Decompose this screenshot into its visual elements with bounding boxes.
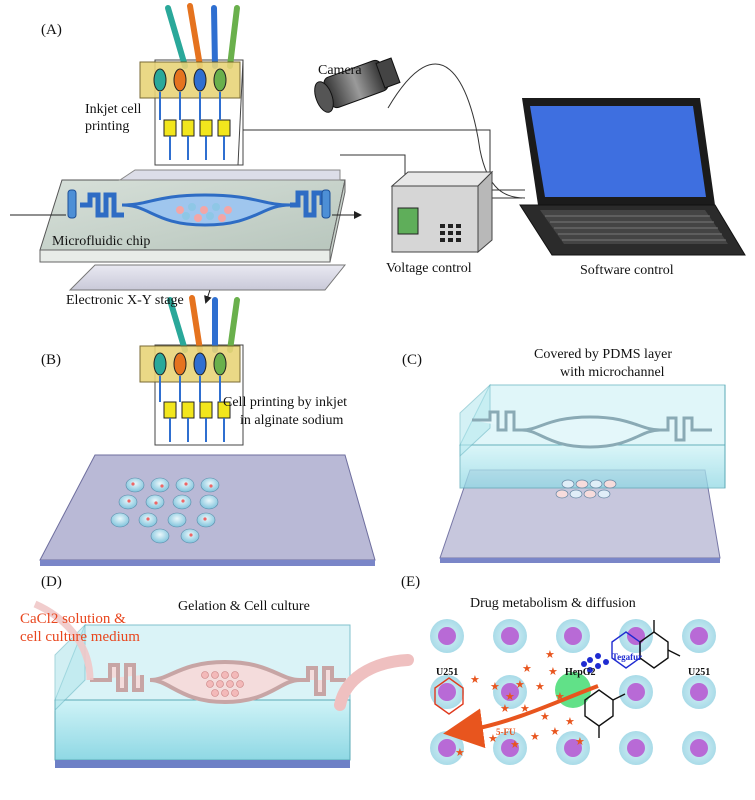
printed-droplets-a	[176, 203, 232, 222]
panel-label-a: (A)	[41, 22, 62, 38]
inkjet-printhead-b	[139, 295, 244, 446]
panel-label-b: (B)	[41, 352, 61, 368]
fu-star-icon: ★	[455, 746, 465, 759]
panel-label-e: (E)	[401, 574, 421, 590]
fu-star-icon: ★	[522, 662, 532, 675]
drug-metabolism-title: Drug metabolism & diffusion	[470, 596, 636, 611]
u251-cell	[430, 619, 464, 653]
fu-star-icon: ★	[530, 730, 540, 743]
panel-d	[33, 600, 414, 768]
pdms-label-line2: with microchannel	[560, 365, 665, 380]
voltage-control-box	[390, 170, 494, 254]
u251-cell	[619, 731, 653, 765]
u251-cell	[493, 731, 527, 765]
laptop-icon	[519, 98, 746, 256]
u251-cell	[493, 675, 527, 709]
hepg2-label: HepG2	[565, 667, 596, 678]
u251-cell	[619, 675, 653, 709]
fu-star-icon: ★	[488, 732, 498, 745]
cacl2-label-line1: CaCl2 solution &	[20, 611, 126, 627]
channel-network-d	[90, 659, 346, 705]
pdms-chip-d	[54, 623, 351, 768]
inkjet-printhead-a	[139, 3, 244, 166]
u251-cell	[682, 731, 716, 765]
fu-star-icon: ★	[500, 702, 510, 715]
inkjet-alginate-line2: in alginate sodium	[240, 413, 344, 428]
panel-label-c: (C)	[402, 352, 422, 368]
u251-cell	[556, 619, 590, 653]
panel-a	[10, 3, 746, 304]
inlet-tube	[33, 600, 94, 681]
u251-cell	[619, 619, 653, 653]
fu-molecule	[434, 677, 626, 738]
fu-star-icon: ★	[470, 673, 480, 686]
printed-droplets-c	[555, 479, 617, 499]
u251-label-right: U251	[688, 667, 711, 678]
voltage-control-label: Voltage control	[386, 261, 472, 276]
camera-label: Camera	[318, 63, 362, 78]
fu-star-icon: ★	[520, 702, 530, 715]
fu-star-icon: ★	[540, 710, 550, 723]
u251-cell	[556, 731, 590, 765]
pdms-label-line1: Covered by PDMS layer	[534, 347, 673, 362]
fu-star-icon: ★	[490, 680, 500, 693]
fu-star-icon: ★	[545, 648, 555, 661]
5fu-particles: ★★★★★★★★★★★★★★★★★★★★	[455, 648, 585, 759]
software-control-label: Software control	[580, 263, 674, 278]
xy-stage-label: Electronic X-Y stage	[66, 293, 184, 308]
gelation-title: Gelation & Cell culture	[178, 599, 310, 614]
fu-star-icon: ★	[555, 690, 565, 703]
u251-cell	[493, 619, 527, 653]
inkjet-label-line1: Inkjet cell	[85, 102, 142, 117]
u251-cell	[682, 619, 716, 653]
pdms-layer	[459, 383, 726, 489]
fu-star-icon: ★	[515, 678, 525, 691]
cacl2-label-line2: cell culture medium	[20, 629, 140, 645]
tegafur-label: Tegafur	[612, 652, 643, 662]
panel-e: ★★★★★★★★★★★★★★★★★★★★	[430, 619, 716, 765]
inkjet-label-line2: printing	[85, 119, 130, 134]
metabolism-arrow	[443, 684, 599, 749]
fu-star-icon: ★	[470, 710, 480, 723]
fu-star-icon: ★	[510, 738, 520, 751]
chip-label: Microfluidic chip	[52, 234, 151, 249]
fu-star-icon: ★	[565, 715, 575, 728]
xy-stage	[68, 264, 347, 291]
panel-label-d: (D)	[41, 574, 62, 590]
panel-b	[39, 295, 376, 566]
panel-c	[439, 383, 726, 563]
fu-star-icon: ★	[505, 690, 515, 703]
u251-cell	[682, 675, 716, 709]
camera-icon	[314, 57, 401, 113]
fu-label: 5-FU	[496, 727, 516, 737]
tegafur-particles	[581, 653, 609, 673]
fu-star-icon: ★	[535, 680, 545, 693]
tegafur-molecule	[611, 620, 681, 669]
fu-star-icon: ★	[550, 725, 560, 738]
outlet-tube	[334, 654, 414, 711]
u251-label-left: U251	[436, 667, 459, 678]
fu-star-icon: ★	[548, 665, 558, 678]
fu-star-icon: ★	[575, 735, 585, 748]
inkjet-alginate-line1: Cell printing by inkjet	[223, 395, 348, 410]
